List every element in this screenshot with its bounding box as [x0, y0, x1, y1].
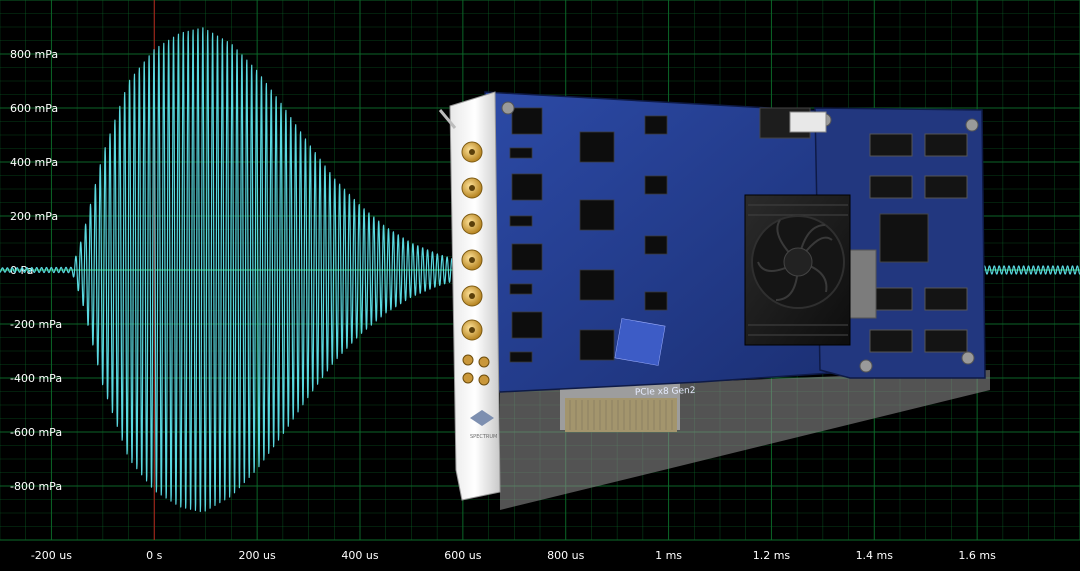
x-tick-label: 1.2 ms [753, 549, 791, 562]
fpga-chip [879, 213, 929, 263]
x-tick-labels: -200 us 0 s 200 us 400 us 600 us 800 us 1 ms 1.… [31, 549, 996, 562]
brand-label: SPECTRUM [470, 434, 497, 440]
y-tick-label: 400 mPa [10, 156, 58, 169]
y-tick-labels: 800 mPa 600 mPa 400 mPa 200 mPa 0 Pa -200 mPa… [10, 48, 62, 493]
y-tick-label: -400 mPa [10, 372, 62, 385]
y-tick-label: -200 mPa [10, 318, 62, 331]
x-axis-strip [0, 540, 1080, 571]
sma-connectors [461, 141, 483, 341]
x-tick-label: 1 ms [655, 549, 682, 562]
y-tick-label: -800 mPa [10, 480, 62, 493]
y-tick-label: 800 mPa [10, 48, 58, 61]
y-tick-label: -600 mPa [10, 426, 62, 439]
x-tick-label: 0 s [146, 549, 162, 562]
y-tick-label: 0 Pa [10, 264, 33, 277]
brand-logo [470, 410, 494, 426]
x-tick-label: -200 us [31, 549, 72, 562]
y-tick-label: 200 mPa [10, 210, 58, 223]
x-tick-label: 1.4 ms [856, 549, 894, 562]
x-tick-label: 800 us [547, 549, 584, 562]
bus-label: PCIe x8 Gen2 [635, 386, 696, 398]
x-tick-label: 200 us [239, 549, 276, 562]
digitizer-card-image: PCIe x8 Gen2 SPECTRUM [438, 91, 990, 510]
x-tick-label: 1.6 ms [958, 549, 996, 562]
x-tick-label: 400 us [341, 549, 378, 562]
x-tick-label: 600 us [444, 549, 481, 562]
y-tick-label: 600 mPa [10, 102, 58, 115]
